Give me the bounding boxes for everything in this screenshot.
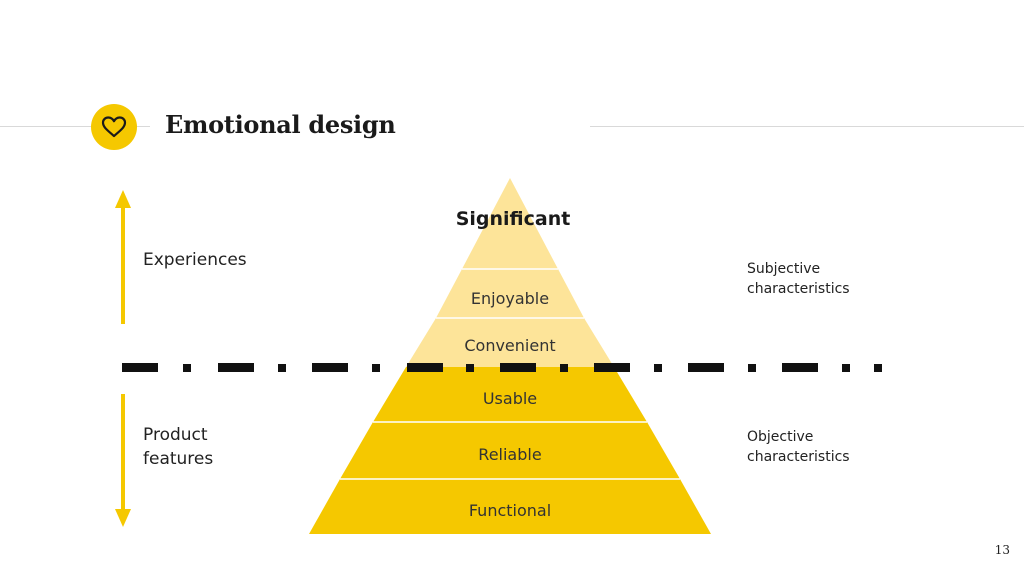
- pyramid-label-usable: Usable: [483, 389, 537, 408]
- title-rule-left: [0, 126, 150, 127]
- pyramid-level-usable: [373, 367, 647, 422]
- pyramid-label-significant: Significant: [456, 208, 571, 230]
- heart-badge: [91, 104, 137, 150]
- subjective-characteristics-label: Subjective characteristics: [747, 261, 850, 297]
- pyramid-level-reliable: [340, 422, 680, 479]
- pyramid-separators: [340, 268, 680, 480]
- pyramid-label-enjoyable: Enjoyable: [471, 289, 549, 308]
- pyramid-level-significant: [462, 178, 558, 269]
- pyramid-level-functional: [309, 479, 711, 534]
- pyramid-label-functional: Functional: [469, 501, 551, 520]
- experiences-label: Experiences: [143, 250, 247, 270]
- pyramid-label-convenient: Convenient: [464, 336, 555, 355]
- objective-characteristics-label: Objective characteristics: [747, 429, 850, 465]
- page-number: 13: [994, 543, 1010, 557]
- pyramid-label-reliable: Reliable: [478, 445, 541, 464]
- dash-dot-divider: [122, 363, 882, 372]
- product-features-arrow: [115, 394, 131, 527]
- pyramid-level-enjoyable: [436, 269, 584, 318]
- experiences-arrow: [115, 190, 131, 324]
- product-features-label: Product features: [143, 425, 214, 469]
- pyramid-level-convenient: [406, 318, 614, 367]
- slide-title: Emotional design: [165, 110, 396, 139]
- title-rule-right: [590, 126, 1024, 127]
- heart-icon: [101, 116, 127, 138]
